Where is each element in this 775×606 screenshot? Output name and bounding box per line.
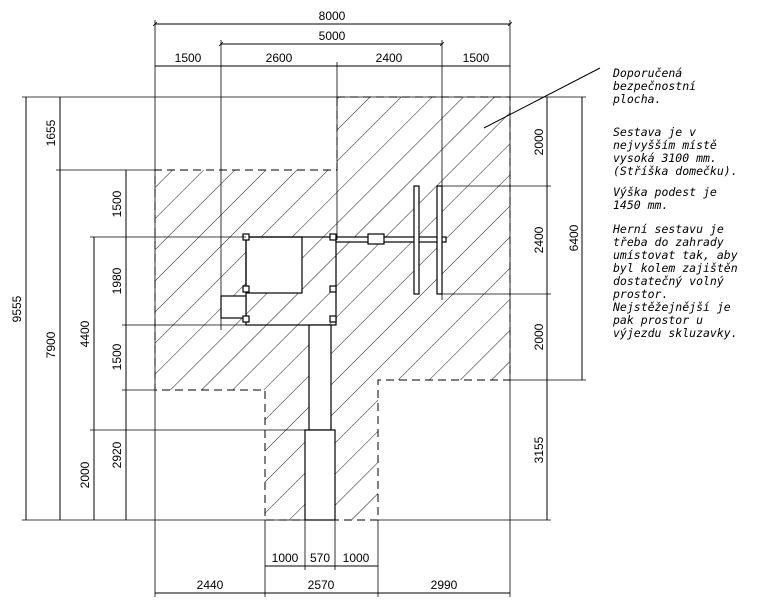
note-placement-5: dostatečný volný — [613, 274, 724, 288]
dim-bottom-outer-2: 2570 — [308, 578, 335, 592]
notes-block: Doporučená bezpečnostní plocha. Sestava … — [612, 66, 738, 340]
dim-top-total: 8000 — [319, 9, 346, 23]
swing-beam — [335, 236, 447, 243]
note-placement-8: pak prostor u — [612, 313, 703, 327]
dim-left-seg-6: 2000 — [78, 461, 92, 488]
note-safety-2: bezpečnostní — [613, 79, 696, 93]
note-placement-4: byl kolem zajištěn — [613, 261, 738, 275]
post-5 — [329, 285, 337, 293]
safety-area-leader — [483, 67, 601, 129]
post-3 — [242, 315, 250, 323]
dim-left-seg-3: 1980 — [110, 267, 124, 294]
dim-right-seg-2: 2400 — [532, 226, 546, 253]
dim-right-outer: 6400 — [567, 224, 581, 251]
dim-left-seg-2: 1500 — [110, 190, 124, 217]
slide-top-view — [308, 324, 332, 431]
safety-area-hatch — [155, 97, 510, 520]
platform-left — [220, 295, 247, 319]
dim-top-seg-2: 2600 — [266, 51, 293, 65]
note-height-3: vysoká 3100 mm. — [613, 151, 717, 165]
bottom-dimensions: 1000 570 1000 2440 2570 2990 — [155, 520, 510, 597]
dim-left-outer: 9555 — [10, 295, 24, 322]
note-placement-7: Nejstěžejnější je — [612, 300, 731, 314]
dim-left-seg-5: 2920 — [110, 441, 124, 468]
playhouse-top-view — [245, 236, 303, 294]
post-6 — [329, 315, 337, 323]
note-placement-6: prostor. — [612, 287, 668, 301]
swing-frame-right — [436, 185, 443, 295]
dim-top-seg-3: 2400 — [376, 51, 403, 65]
post-4 — [329, 233, 337, 241]
note-placement-2: třeba do zahrady — [613, 235, 724, 249]
dim-right-seg-1: 2000 — [532, 128, 546, 155]
note-height-4: (Stříška domečku). — [613, 164, 738, 178]
dim-top-middle: 5000 — [319, 29, 346, 43]
dim-bottom-outer-1: 2440 — [197, 578, 224, 592]
slide-exit — [304, 429, 336, 521]
note-platform-1: Výška podest je — [613, 185, 717, 199]
swing-frame-left — [413, 185, 420, 295]
top-dimensions: 8000 5000 1500 2600 2400 1500 — [152, 9, 513, 597]
dim-left-seg-1: 1655 — [44, 119, 58, 146]
dim-left-third: 4400 — [78, 320, 92, 347]
note-placement-1: Herní sestavu je — [612, 222, 724, 236]
dim-left-second: 7900 — [44, 331, 58, 358]
dim-bottom-inner-1: 1000 — [272, 551, 299, 565]
post-2 — [242, 285, 250, 293]
swing-beam-joint — [367, 233, 385, 245]
dim-left-seg-4: 1500 — [110, 343, 124, 370]
dim-top-seg-1: 1500 — [175, 51, 202, 65]
playhouse-frame — [245, 236, 337, 326]
note-placement-3: umístovat tak, aby — [613, 248, 738, 262]
note-height-2: nejvyšším místě — [613, 138, 717, 152]
dim-top-seg-4: 1500 — [463, 51, 490, 65]
note-height-1: Sestava je v — [613, 125, 696, 139]
note-placement-9: výjezdu skluzavky. — [613, 326, 738, 340]
dim-right-seg-3: 2000 — [532, 323, 546, 350]
dim-bottom-inner-2: 570 — [310, 551, 330, 565]
dim-bottom-inner-3: 1000 — [343, 551, 370, 565]
dim-right-seg-4: 3155 — [532, 436, 546, 463]
left-dimensions: 9555 7900 4400 1655 1500 1980 1500 2920 … — [10, 96, 337, 521]
right-dimensions: 2000 2400 2000 3155 6400 — [337, 96, 586, 521]
note-platform-2: 1450 mm. — [613, 198, 668, 212]
note-safety-3: plocha. — [612, 92, 661, 106]
dim-bottom-outer-3: 2990 — [431, 578, 458, 592]
note-safety-1: Doporučená — [612, 66, 682, 80]
